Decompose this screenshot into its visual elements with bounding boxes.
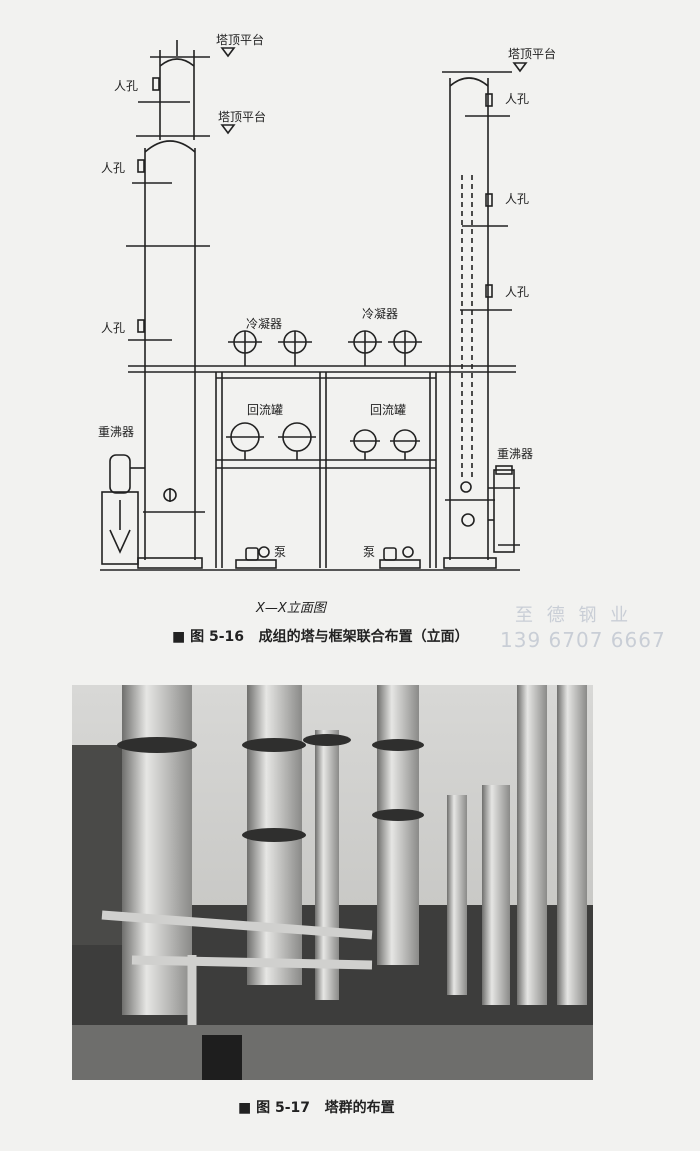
right-reboiler: [488, 465, 520, 553]
figure-5-16-caption: ■ 图 5-16 成组的塔与框架联合布置（立面）: [172, 626, 469, 646]
manhole-label-2: 人孔: [101, 161, 125, 175]
left-reboiler: [101, 454, 145, 565]
reboiler-label-1: 重沸器: [98, 425, 134, 439]
elevation-view-title: X—X立面图: [256, 601, 326, 616]
figure-title-2: 塔群的布置: [324, 1100, 395, 1116]
tower-frame-elevation-drawing: 塔顶平台 塔顶平台 塔顶平台 人孔 人孔 人孔 人孔 人孔 人孔 冷凝器 冷凝器…: [98, 32, 556, 571]
condensers: [228, 330, 422, 366]
watermark-phone: 139 6707 6667: [500, 628, 666, 652]
reflux-drum-label-1: 回流罐: [247, 403, 283, 417]
steel-frame: [128, 365, 516, 568]
left-tower: [126, 40, 210, 569]
manhole-label-4: 人孔: [505, 92, 529, 106]
manhole-label-1: 人孔: [114, 79, 138, 93]
caption-bullet-2: ■: [238, 1100, 257, 1116]
figure-number: 图 5-16: [190, 629, 245, 645]
figure-title: 成组的塔与框架联合布置（立面）: [258, 629, 469, 645]
top-platform-label-2: 塔顶平台: [218, 109, 266, 124]
caption-bullet: ■: [172, 629, 191, 645]
tower-group-photo-illustration: [72, 685, 593, 1080]
condenser-label-2: 冷凝器: [362, 306, 398, 321]
reflux-drum-label-2: 回流罐: [370, 403, 406, 417]
figure-5-17-caption: ■ 图 5-17 塔群的布置: [238, 1097, 395, 1117]
reflux-drums: [226, 422, 420, 460]
pump-label-2: 泵: [363, 545, 375, 559]
pumps: [235, 546, 421, 569]
figure-number-2: 图 5-17: [256, 1100, 311, 1116]
manhole-label-6: 人孔: [505, 285, 529, 299]
right-tower: [442, 71, 512, 569]
manhole-label-5: 人孔: [505, 192, 529, 206]
top-platform-label-1: 塔顶平台: [216, 32, 264, 47]
condenser-label-1: 冷凝器: [246, 316, 282, 331]
watermark-company: 至 德 钢 业: [515, 605, 633, 626]
pump-label-1: 泵: [274, 545, 286, 559]
manhole-label-3: 人孔: [101, 321, 125, 335]
tower-group-photo: [72, 685, 593, 1080]
reboiler-label-2: 重沸器: [497, 447, 533, 461]
top-platform-label-3: 塔顶平台: [508, 46, 556, 61]
